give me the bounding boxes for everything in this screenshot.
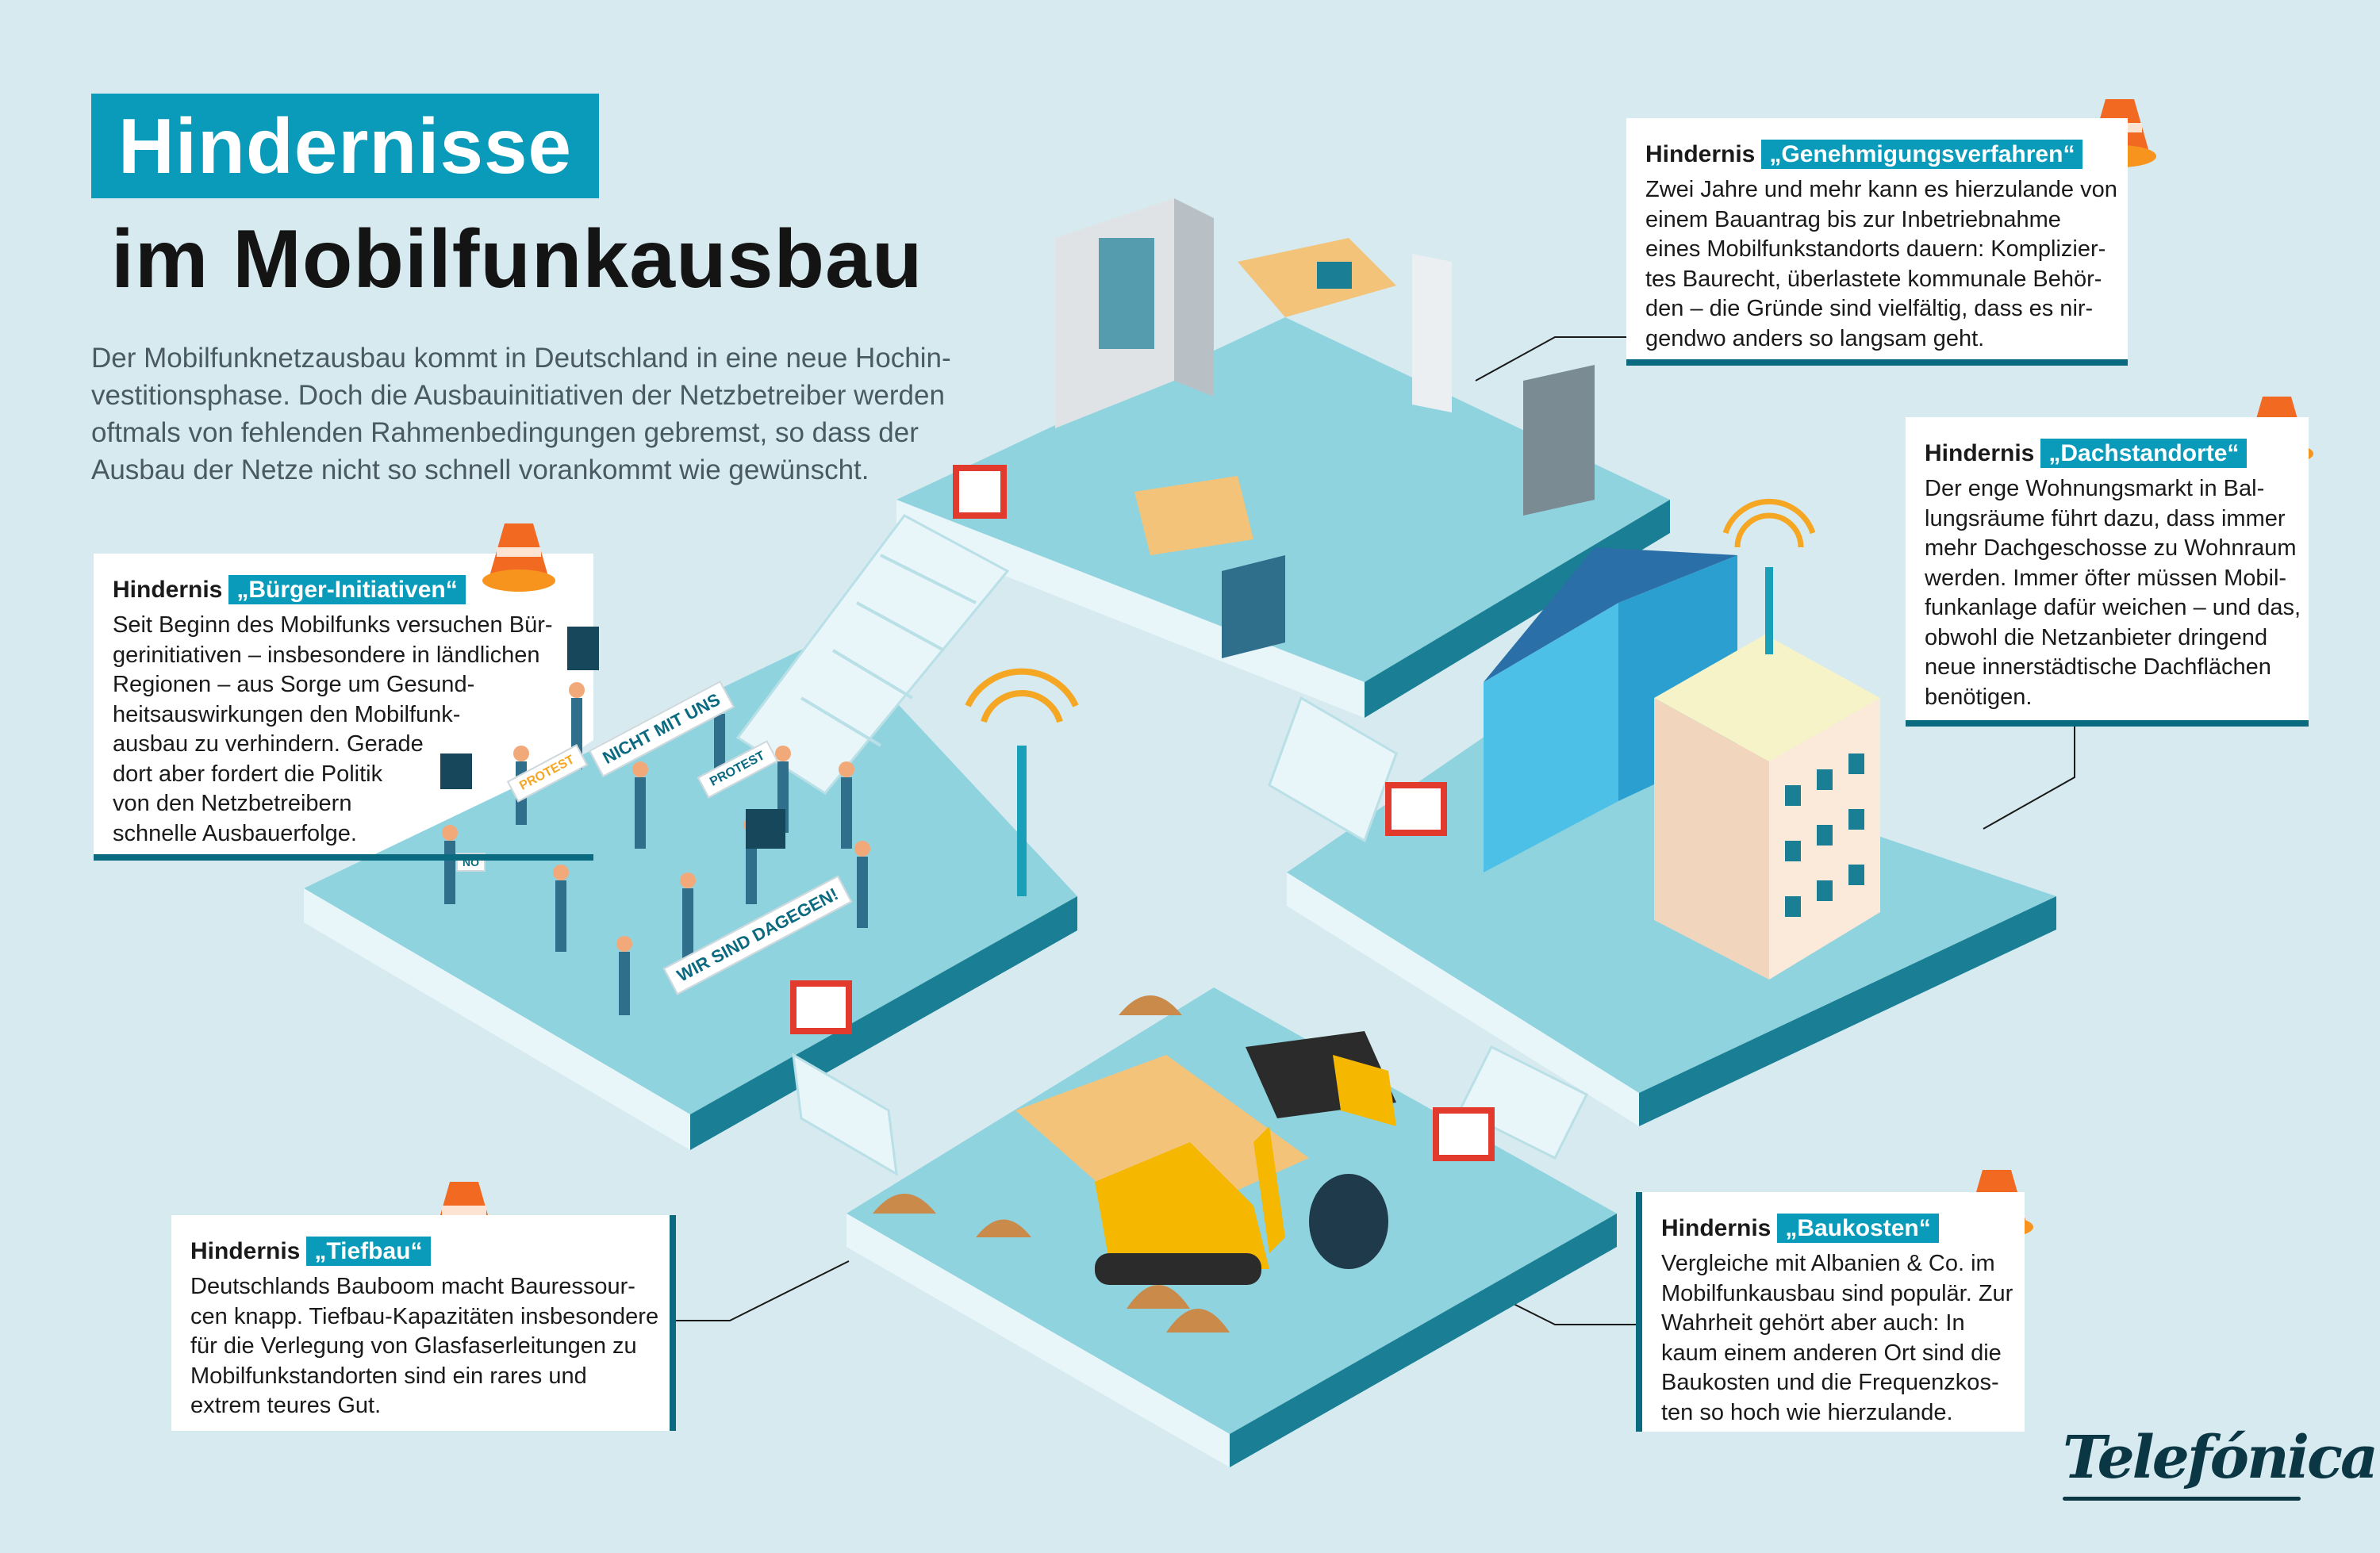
obstacle-tag: „Bürger-Initiativen“: [228, 575, 466, 604]
obstacle-text: Regionen – aus Sorge um Gesund-: [113, 672, 475, 697]
obstacle-box-dachstandorte: Hindernis„Dachstandorte“ Der enge Wohnun…: [1906, 417, 2309, 727]
obstacle-prefix: Hindernis: [1661, 1215, 1772, 1241]
obstacle-text: obwohl die Netzanbieter dringend: [1925, 624, 2268, 650]
office-furniture: [1055, 198, 1595, 658]
title-highlight: Hindernisse: [91, 94, 599, 198]
intro-text: Der Mobilfunknetzausbau kommt in Deutsch…: [91, 339, 972, 489]
obstacle-text: gerinitiativen – insbesondere in ländlic…: [113, 642, 540, 668]
obstacle-text: Seit Beginn des Mobilfunks versuchen Bür…: [113, 612, 553, 638]
obstacle-text: Der enge Wohnungsmarkt in Bal-: [1925, 476, 2265, 501]
obstacle-text: dort aber fordert die Politik: [113, 761, 383, 787]
obstacle-text: ten so hoch wie hierzulande.: [1661, 1399, 1953, 1425]
obstacle-text: einem Bauantrag bis zur Inbetriebnahme: [1645, 206, 2061, 232]
obstacle-text: gendwo anders so langsam geht.: [1645, 325, 1985, 351]
obstacle-text: extrem teures Gut.: [190, 1393, 382, 1418]
antenna-icon: [965, 498, 1816, 896]
intro-line: oftmals von fehlenden Rahmenbedingungen …: [91, 417, 919, 448]
obstacle-tag: „Genehmigungsverfahren“: [1761, 140, 2083, 169]
obstacle-text: Zwei Jahre und mehr kann es hierzulande …: [1645, 177, 2117, 202]
connector-lines: [674, 336, 2075, 1325]
stair-steps: [800, 554, 977, 747]
obstacle-text: tes Baurecht, überlastete kommunale Behö…: [1645, 266, 2102, 292]
obstacle-text: Baukosten und die Frequenzkos-: [1661, 1370, 1999, 1395]
obstacle-text: von den Netzbetreibern: [113, 791, 352, 816]
obstacle-box-genehmigung: Hindernis„Genehmigungsverfahren“ Zwei Ja…: [1626, 118, 2128, 366]
obstacle-text: ausbau zu verhindern. Gerade: [113, 731, 424, 757]
logo-wordmark: Telefónica: [2063, 1424, 2378, 1492]
obstacle-text: werden. Immer öfter müssen Mobil-: [1925, 565, 2287, 591]
obstacle-box-baukosten: Hindernis„Baukosten“ Vergleiche mit Alba…: [1636, 1192, 2025, 1432]
obstacle-text: schnelle Ausbauerfolge.: [113, 820, 357, 846]
obstacle-text: Mobilfunkausbau sind populär. Zur: [1661, 1280, 2013, 1306]
obstacle-text: lungsräume führt dazu, dass immer: [1925, 505, 2286, 531]
construction-scene: [873, 995, 1396, 1333]
obstacle-tag: „Tiefbau“: [306, 1237, 431, 1266]
obstacle-text: eines Mobilfunkstandorts dauern: Kompliz…: [1645, 236, 2106, 262]
obstacle-text: mehr Dachgeschosse zu Wohnraum: [1925, 535, 2297, 561]
obstacle-prefix: Hindernis: [113, 577, 223, 603]
obstacle-prefix: Hindernis: [1645, 141, 1756, 167]
obstacle-text: Wahrheit gehört aber auch: In: [1661, 1310, 1965, 1336]
obstacle-box-tiefbau: Hindernis„Tiefbau“ Deutschlands Bauboom …: [171, 1215, 676, 1431]
obstacle-text: für die Verlegung von Glasfaserleitungen…: [190, 1333, 637, 1359]
obstacle-box-buerger-initiativen: Hindernis„Bürger-Initiativen“ Seit Begin…: [94, 554, 593, 861]
blue-building: [1484, 547, 1737, 872]
obstacle-text: funkanlage dafür weichen – und das,: [1925, 595, 2301, 620]
obstacle-text: neue innerstädtische Dachflächen: [1925, 654, 2271, 680]
intro-line: vestitionsphase. Doch die Ausbauinitiati…: [91, 380, 945, 411]
obstacle-prefix: Hindernis: [190, 1238, 301, 1264]
page-title: im Mobilfunkausbau: [111, 213, 923, 305]
obstacle-text: cen knapp. Tiefbau-Kapazitäten insbesond…: [190, 1303, 659, 1329]
obstacle-tag: „Baukosten“: [1777, 1214, 1939, 1243]
intro-line: Der Mobilfunknetzausbau kommt in Deutsch…: [91, 343, 951, 374]
obstacle-tag: „Dachstandorte“: [2040, 439, 2248, 468]
intro-line: Ausbau der Netze nicht so schnell vorank…: [91, 454, 869, 485]
beige-building: [1654, 635, 1880, 980]
obstacle-text: den – die Gründe sind vielfältig, dass e…: [1645, 296, 2094, 321]
obstacle-text: benötigen.: [1925, 684, 2033, 710]
barrier-icons: [790, 465, 1495, 1161]
telefonica-logo: Telefónica: [2063, 1424, 2378, 1501]
logo-underline: [2063, 1497, 2301, 1501]
obstacle-text: Vergleiche mit Albanien & Co. im: [1661, 1251, 1995, 1276]
obstacle-text: Mobilfunkstandorten sind ein rares und: [190, 1363, 587, 1389]
obstacle-text: heitsauswirkungen den Mobilfunk-: [113, 701, 461, 727]
obstacle-prefix: Hindernis: [1925, 440, 2035, 466]
obstacle-text: Deutschlands Bauboom macht Bauressour-: [190, 1274, 635, 1299]
obstacle-text: kaum einem anderen Ort sind die: [1661, 1340, 2002, 1366]
